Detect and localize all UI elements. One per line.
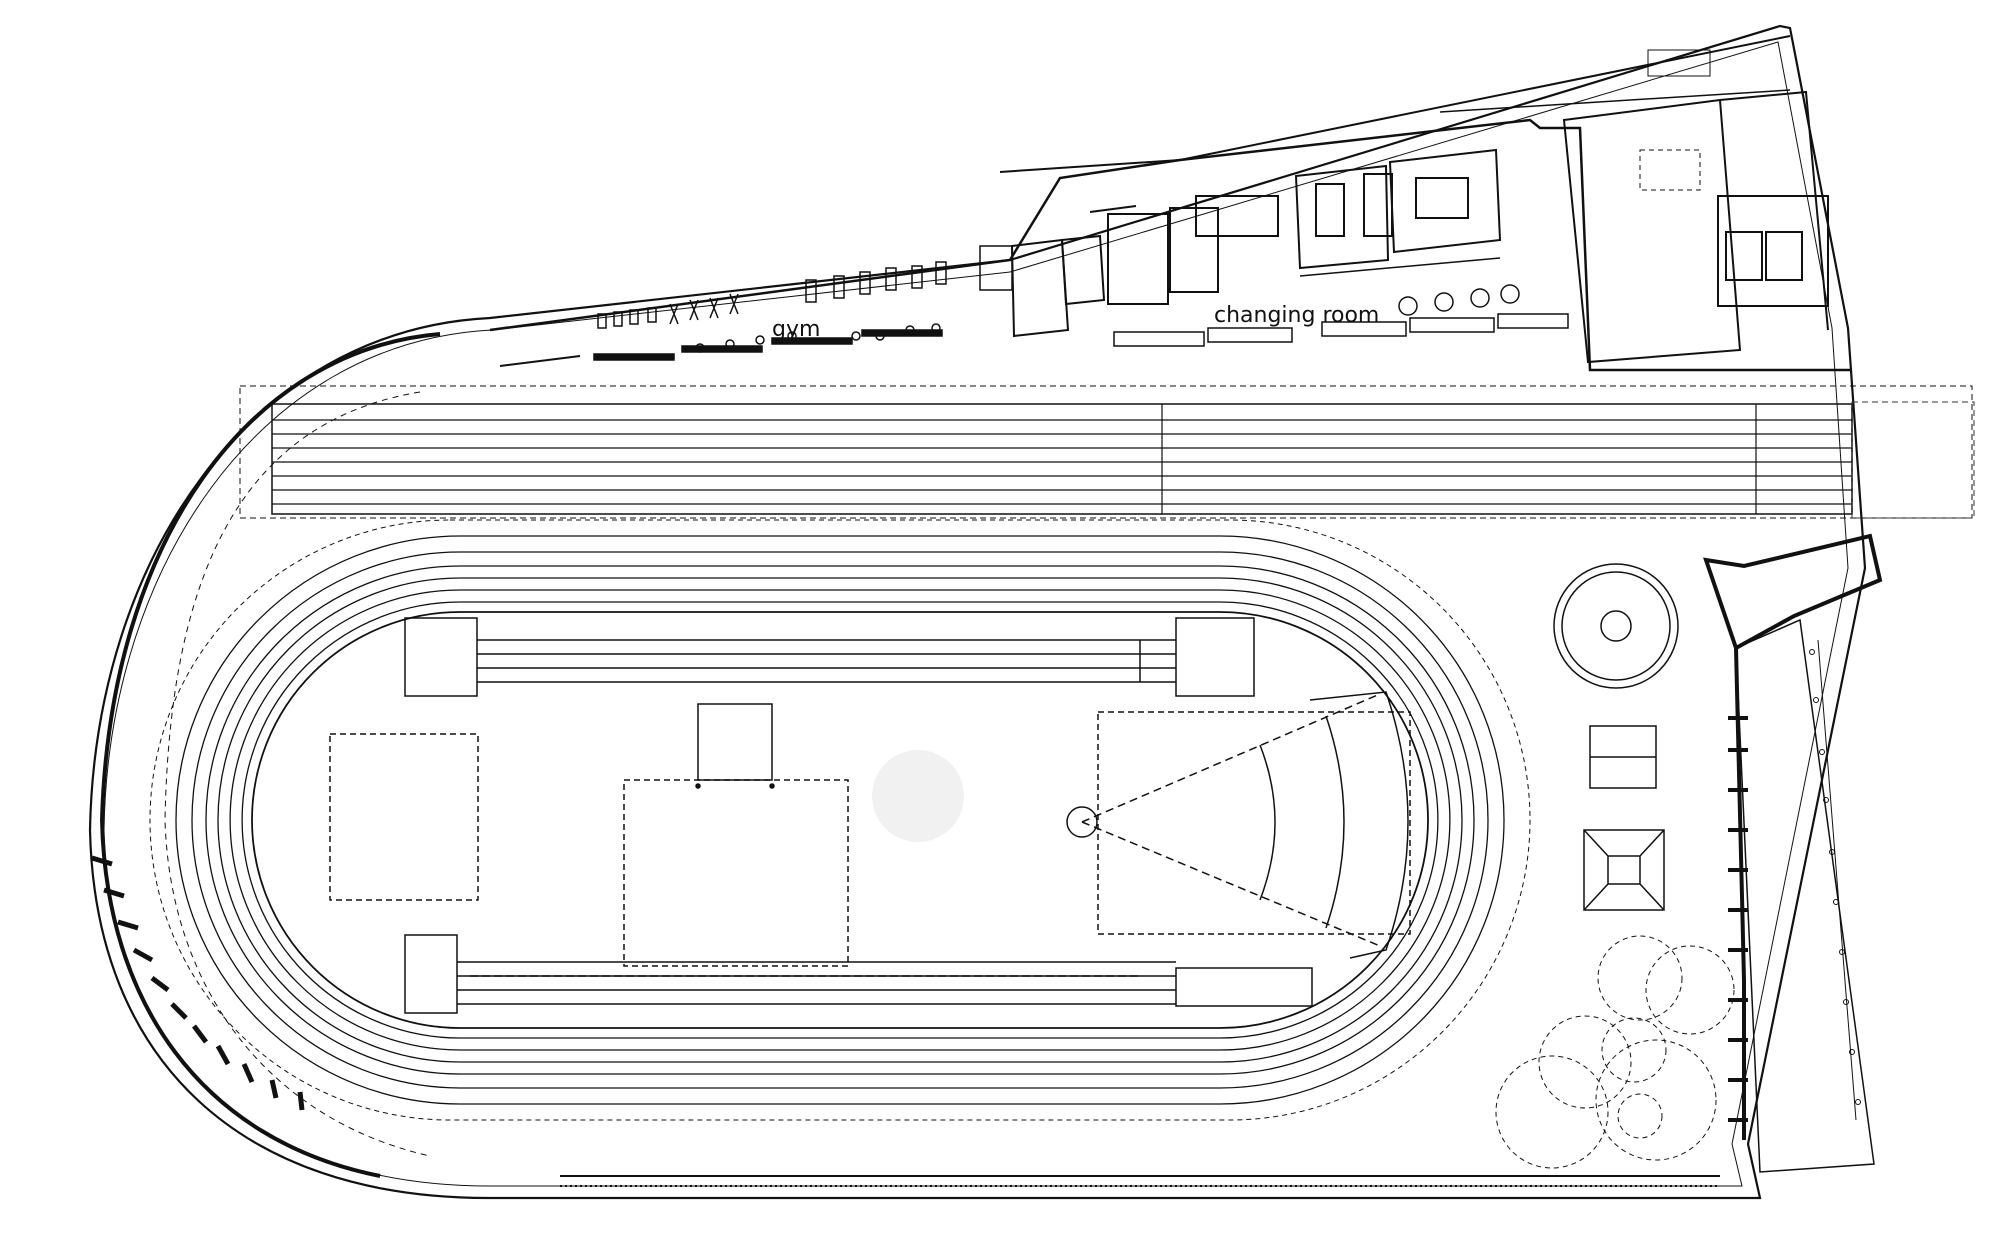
outer-wall-inner-line [103, 41, 1849, 1187]
triangle-dots [1809, 649, 1861, 1105]
track-lane-1 [175, 535, 1505, 1105]
round-feature-outer [1553, 563, 1679, 689]
changing-cubicles [1113, 257, 1569, 347]
round-feature-inner [1561, 571, 1671, 681]
track-dashed-outer [149, 519, 1531, 1121]
pole-vault-box [697, 703, 773, 781]
tree-circles [1495, 935, 1735, 1169]
service-rooms [1010, 148, 1502, 338]
curved-facade-dashed [164, 391, 431, 1157]
east-triangle [1735, 618, 1875, 1173]
long-jump-pit-top-left [404, 617, 478, 697]
east-wing [1562, 90, 1829, 364]
long-jump-pit-top-right [1175, 617, 1255, 697]
curved-facade [99, 332, 441, 1178]
round-feature-center [1600, 610, 1632, 642]
north-block [489, 35, 1850, 372]
east-dashed-extension [1851, 401, 1975, 519]
east-courtyard [1495, 563, 1735, 1169]
west-facade-fins [91, 855, 305, 1111]
sector-cage [1309, 691, 1409, 959]
sprint-lane-lines [272, 419, 1852, 505]
north-block-outline [489, 118, 1850, 372]
east-wall-fins [1728, 716, 1748, 1122]
sprint-straight [239, 385, 1973, 519]
east-edge [1703, 533, 1883, 1173]
sector-arc-1 [1259, 744, 1276, 901]
track-lane-4 [217, 577, 1463, 1063]
long-jump-pit-bottom-right [1175, 967, 1313, 1007]
east-wedge-wall [1703, 533, 1883, 651]
east-wall-thick [1734, 647, 1746, 1140]
infield [329, 617, 1411, 1014]
long-jump-runway-top [477, 639, 1176, 683]
gym-equipment [499, 245, 1013, 367]
sector-arc-2 [1325, 715, 1345, 929]
throwing-zone [1097, 711, 1411, 935]
sprint-zone-dashed [239, 385, 1973, 519]
infield-soft-mark [872, 750, 964, 842]
changing-room-label: changing room [1214, 303, 1379, 328]
pole-vault-zone [623, 779, 849, 967]
track-lane-3 [205, 565, 1475, 1075]
long-jump-pit-bottom-left [404, 934, 458, 1014]
gym-machines [597, 261, 947, 353]
throwing-circle [1066, 806, 1098, 838]
track-lane-5 [229, 589, 1451, 1051]
throwing-sector [1081, 693, 1381, 947]
gym-label: gym [772, 317, 820, 342]
pyramid-roof-feature [1583, 829, 1665, 911]
high-jump-zone [329, 733, 479, 901]
running-track [149, 519, 1531, 1121]
track-lane-2 [191, 551, 1489, 1089]
building-envelope [88, 24, 1867, 1200]
track-inner-edge [251, 611, 1429, 1029]
long-jump-runway-bottom [457, 961, 1176, 1005]
track-lane-6 [241, 601, 1439, 1039]
south-edge-ticks [560, 1175, 1720, 1187]
